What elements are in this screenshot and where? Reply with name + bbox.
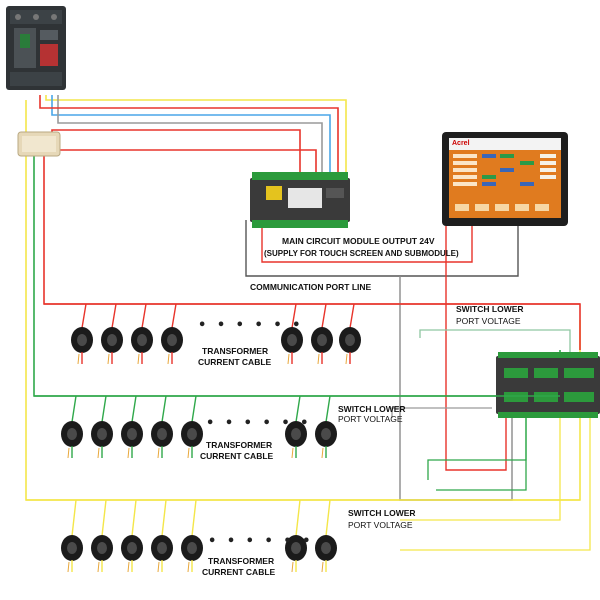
- red-wire-top-b: [51, 129, 301, 175]
- current-transformer: [315, 395, 337, 459]
- current-transformer: [181, 395, 203, 459]
- output-24v-wire: [261, 226, 473, 263]
- switch-wire-4: [391, 407, 492, 418]
- yellow-phase-wire: [45, 95, 347, 180]
- current-transformer: [71, 303, 93, 365]
- current-transformer: [91, 395, 113, 459]
- main-output-label-line2: (SUPPLY FOR TOUCH SCREEN AND SUBMODULE): [264, 249, 459, 258]
- comm-port-label: COMMUNICATION PORT LINE: [250, 282, 372, 292]
- current-transformer: [101, 303, 123, 365]
- ct-row-3: [26, 499, 580, 573]
- red-wire-top-a: [39, 95, 339, 178]
- main-output-label-line1: MAIN CIRCUIT MODULE OUTPUT 24V: [282, 236, 435, 246]
- switch-lower-label-2-line1: SWITCH LOWER: [338, 404, 406, 414]
- ct-row1-label-line2: CURRENT CABLE: [198, 357, 272, 367]
- current-transformer: [131, 303, 153, 365]
- switch-lower-label-1-line1: SWITCH LOWER: [456, 304, 524, 314]
- ct-row3-label-line1: TRANSFORMER: [208, 556, 275, 566]
- ct-row2-ellipsis: • • • • • •: [206, 416, 312, 431]
- switch-wire-1: [419, 329, 571, 352]
- switch-lower-label-2-line2: PORT VOLTAGE: [338, 414, 403, 424]
- current-transformer: [61, 499, 83, 573]
- ct-row2-label-line1: TRANSFORMER: [206, 440, 273, 450]
- current-transformer: [121, 395, 143, 459]
- current-transformer: [121, 499, 143, 573]
- switch-lower-label-3-line2: PORT VOLTAGE: [348, 520, 413, 530]
- current-transformer: [91, 499, 113, 573]
- submodule-control-wires: [391, 329, 591, 551]
- red-wire-top-c: [52, 149, 317, 175]
- gray-wire: [57, 95, 323, 175]
- switch-lower-label-3-line1: SWITCH LOWER: [348, 508, 416, 518]
- touch-screen: [442, 132, 568, 226]
- blue-neutral-wire: [51, 95, 331, 175]
- module-output-wires: [245, 220, 519, 501]
- current-transformer: [151, 499, 173, 573]
- current-transformer: [181, 499, 203, 573]
- switch-wire-3: [436, 418, 527, 491]
- ct-row-2: [34, 395, 560, 459]
- switch-wire-6: [400, 418, 591, 551]
- current-transformer: [315, 499, 337, 573]
- sub-module: [496, 352, 600, 418]
- ct-row1-label-line1: TRANSFORMER: [202, 346, 269, 356]
- current-transformer: [339, 303, 361, 365]
- ct-row2-label-line2: CURRENT CABLE: [200, 451, 274, 461]
- touch-screen-brand: Acrel: [452, 140, 470, 147]
- ct-row1-ellipsis: • • • • • •: [198, 318, 304, 333]
- ct-row-1: [44, 303, 580, 365]
- current-transformer: [311, 303, 333, 365]
- red-to-submodule: [445, 226, 507, 471]
- comm-wire-touchscreen: [245, 220, 519, 277]
- main-ct-block: [17, 131, 61, 157]
- main-circuit-module: [250, 172, 350, 228]
- ct-row3-ellipsis: • • • • • •: [208, 534, 314, 549]
- switch-wire-5: [400, 418, 561, 521]
- current-transformer: [285, 499, 307, 573]
- current-transformer: [281, 303, 303, 365]
- current-transformer: [285, 395, 307, 459]
- current-transformer: [161, 303, 183, 365]
- circuit-breaker: [6, 6, 66, 90]
- current-transformer: [61, 395, 83, 459]
- current-transformer: [151, 395, 173, 459]
- ct-row3-label-line2: CURRENT CABLE: [202, 567, 276, 577]
- switch-lower-label-1-line2: PORT VOLTAGE: [456, 316, 521, 326]
